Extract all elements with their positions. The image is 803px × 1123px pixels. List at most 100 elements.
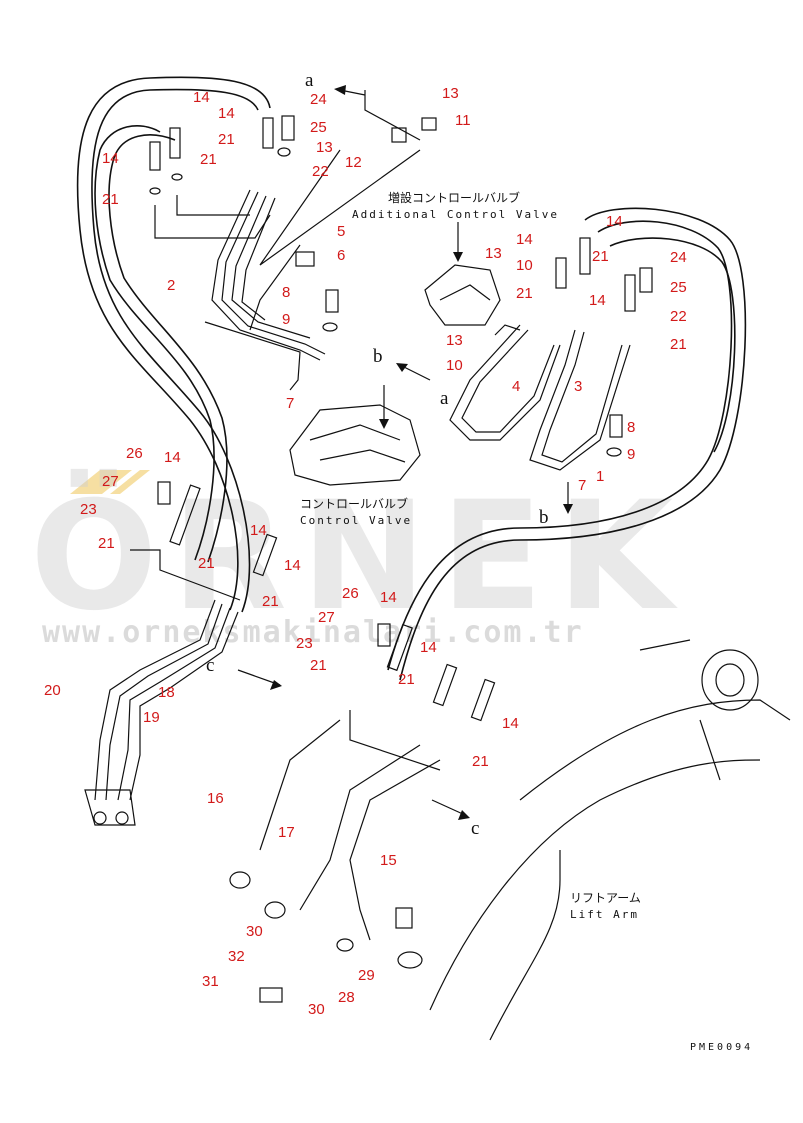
oring-21-b [171, 173, 183, 181]
fitting-12 [391, 127, 407, 143]
clamp-b [264, 901, 286, 919]
callout-25: 25 [310, 119, 327, 136]
text-labels: 増設コントロールバルブ Additional Control Valve コント… [300, 190, 750, 1053]
callout-21: 21 [398, 671, 415, 688]
callout-21: 21 [670, 336, 687, 353]
additional-valve-label-jp: 増設コントロールバルブ [388, 190, 520, 205]
callout-29: 29 [358, 967, 375, 984]
hose-long-right-3 [609, 237, 736, 453]
callout-14: 14 [420, 639, 437, 656]
pipe-15 [349, 759, 441, 941]
pipe-bundle-end [84, 789, 136, 826]
callout-30: 30 [246, 923, 263, 940]
callout-14: 14 [250, 522, 267, 539]
callout-32: 32 [228, 948, 245, 965]
callout-7: 7 [286, 395, 294, 412]
callout-13: 13 [442, 85, 459, 102]
bolt-31 [259, 987, 283, 1003]
callout-7: 7 [578, 477, 586, 494]
fitting-14-r2 [579, 237, 591, 275]
watermark-logo-accent-2 [110, 470, 150, 494]
arrowhead-b-left [396, 363, 408, 372]
pipe-20-b [105, 603, 223, 801]
lift-arm-detail [639, 639, 721, 781]
lift-arm-mid [429, 759, 761, 1011]
callout-11: 11 [455, 112, 471, 129]
callout-20: 20 [44, 682, 61, 699]
watermark-logo-accent [70, 470, 132, 494]
clamp-c [336, 938, 354, 952]
callout-9: 9 [627, 446, 635, 463]
callout-26: 26 [126, 445, 143, 462]
callout-8: 8 [627, 419, 635, 436]
reference-a: a [305, 70, 314, 91]
pipe-2-a [211, 189, 321, 361]
callout-24: 24 [670, 249, 687, 266]
washer-9 [322, 322, 338, 332]
fitting-14-c2 [432, 663, 458, 707]
pipe-4-a [449, 324, 561, 441]
additional-valve-arrowhead [453, 252, 463, 262]
callout-19: 19 [143, 709, 160, 726]
hose-long-right-2 [387, 220, 733, 671]
callout-3: 3 [574, 378, 582, 395]
pipe-2-clamp [204, 321, 301, 391]
callout-21: 21 [98, 535, 115, 552]
callout-13: 13 [446, 332, 463, 349]
additional-control-valve [424, 264, 501, 326]
reference-letters: a b a b c c [206, 70, 549, 839]
fitting-6 [295, 251, 315, 267]
callout-14: 14 [164, 449, 181, 466]
control-valve-detail [309, 424, 406, 463]
callout-17: 17 [278, 824, 295, 841]
fitting-14-r3 [624, 274, 636, 312]
pipe-20-a [94, 599, 216, 801]
callout-26: 26 [342, 585, 359, 602]
bolt-26-c [377, 623, 391, 647]
callout-14: 14 [516, 231, 533, 248]
control-valve [289, 404, 421, 486]
fitting-14-c1 [386, 623, 413, 672]
flange-b [115, 811, 129, 825]
leader-21-m [130, 549, 241, 601]
callout-1: 1 [596, 468, 604, 485]
clamp-lift [397, 951, 423, 969]
callout-9: 9 [282, 311, 290, 328]
lift-arm-top [519, 699, 791, 801]
arrowhead-b-down [563, 504, 573, 514]
leader-a-top [364, 90, 421, 141]
callout-25: 25 [670, 279, 687, 296]
hose-long-right-1 [399, 207, 747, 681]
callout-22: 22 [670, 308, 687, 325]
pipe-2-d [241, 197, 276, 321]
callout-27: 27 [102, 473, 119, 490]
washer-9-r [606, 447, 622, 457]
callout-16: 16 [207, 790, 224, 807]
fitting-14-c3 [470, 678, 496, 722]
callout-14: 14 [218, 105, 235, 122]
bolt-8 [325, 289, 339, 313]
callout-21: 21 [310, 657, 327, 674]
bolt-26 [157, 481, 171, 505]
pipe-3-a [529, 329, 631, 471]
callout-21: 21 [218, 131, 235, 148]
callout-21: 21 [262, 593, 279, 610]
fitting-10 [494, 324, 521, 336]
callout-8: 8 [282, 284, 290, 301]
bolt-8-r [609, 414, 623, 438]
callout-23: 23 [296, 635, 313, 652]
leader-12 [259, 149, 421, 266]
callout-14: 14 [589, 292, 606, 309]
watermark-brand: ÖRNEK [30, 468, 687, 644]
callout-14: 14 [606, 213, 623, 230]
callout-13: 13 [316, 139, 333, 156]
lift-arm-label-en: Lift Arm [570, 908, 639, 921]
callout-21: 21 [200, 151, 217, 168]
pipe-5 [249, 244, 301, 331]
callout-6: 6 [337, 247, 345, 264]
callout-13: 13 [485, 245, 502, 262]
callout-28: 28 [338, 989, 355, 1006]
bolt-24 [281, 115, 295, 141]
hose-long-left-3 [94, 124, 215, 561]
lift-arm-label-jp: リフトアーム [570, 891, 641, 905]
